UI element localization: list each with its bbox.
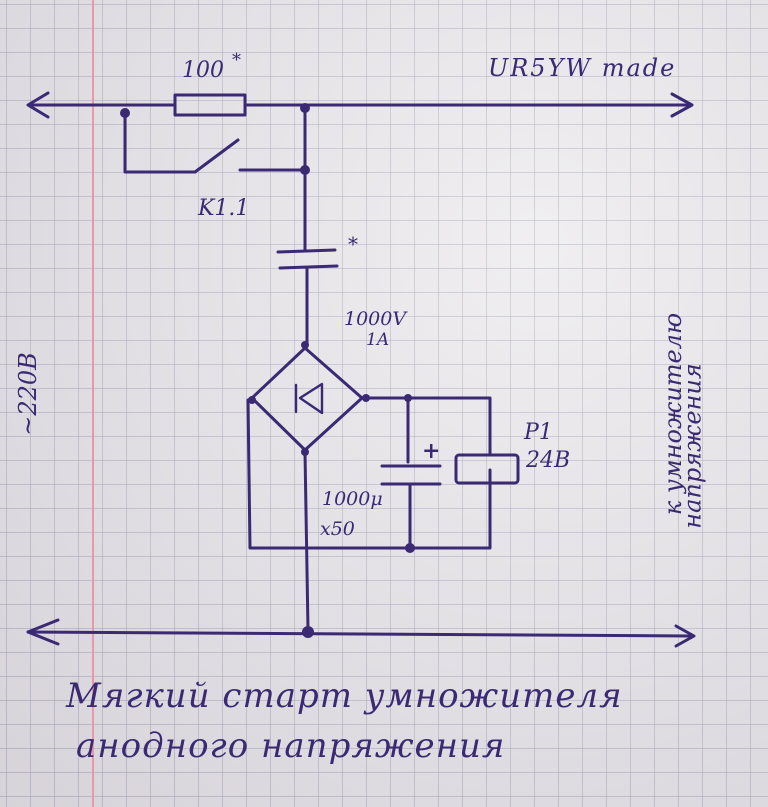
cap-plus-label: + xyxy=(422,438,441,464)
caption-line2: анодного напряжения xyxy=(76,726,506,766)
series-capacitor xyxy=(276,248,339,270)
node-dot xyxy=(404,394,412,402)
author-label: UR5YW made xyxy=(488,54,677,82)
bridge-rating-label: 1000V xyxy=(344,308,407,330)
node-dot xyxy=(301,341,309,349)
relay-bypass-wire xyxy=(123,110,197,174)
node-dot xyxy=(362,394,370,402)
bottom-rail-wire xyxy=(26,630,692,638)
node-dot xyxy=(120,108,130,118)
filter-cap-label: 1000μ xyxy=(322,488,383,510)
resistor-100 xyxy=(173,93,247,117)
bottom-right-arrow-icon xyxy=(674,624,696,648)
resistor-star-label: * xyxy=(232,50,241,71)
top-left-arrow-icon xyxy=(26,91,50,119)
relay-contact-label: K1.1 xyxy=(198,196,250,221)
bridge-bottom-wire xyxy=(303,450,310,632)
input-voltage-label: ~220B xyxy=(13,352,42,436)
filter-cap-voltage-label: x50 xyxy=(320,518,355,540)
filter-capacitor xyxy=(380,464,442,486)
capacitor-star-label: * xyxy=(348,232,358,256)
node-dot xyxy=(300,165,310,175)
relay-label: P1 xyxy=(524,420,553,445)
margin-line xyxy=(92,0,94,807)
diode-bridge xyxy=(250,346,364,452)
node-dot xyxy=(248,396,256,404)
resistor-label: 100 xyxy=(182,58,224,83)
node-dot xyxy=(301,448,309,456)
bottom-left-arrow-icon xyxy=(26,618,60,646)
diode-symbol-icon xyxy=(294,382,324,415)
caption-line1: Мягкий старт умножителя xyxy=(66,676,623,716)
node-dot xyxy=(405,543,415,553)
relay-voltage-label: 24B xyxy=(526,448,571,473)
bridge-current-label: 1A xyxy=(366,330,390,350)
node-dot xyxy=(300,103,310,113)
node-dot xyxy=(302,626,314,638)
relay-contact-k1 xyxy=(193,138,240,174)
top-right-arrow-icon xyxy=(670,92,694,118)
bridge-left-wire xyxy=(246,398,492,550)
output-label-line2: напряжения xyxy=(678,363,707,529)
relay-coil-p1 xyxy=(454,453,520,485)
